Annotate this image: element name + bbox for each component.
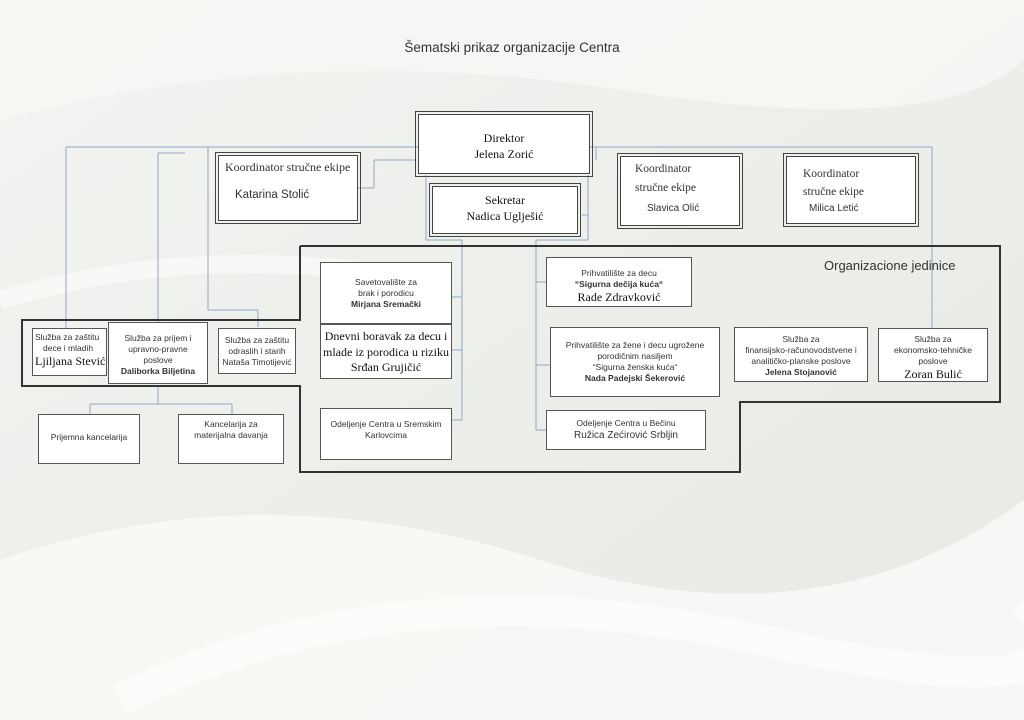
page-title: Šematski prikaz organizacije Centra [404, 40, 620, 55]
service-adult-protection: Služba za zaštitu odraslih i starih Nata… [218, 328, 296, 374]
service-label-line2: finansijsko-računovodstvene i [745, 345, 857, 356]
unit-material-benefits-office: Kancelarija za materijalna davanja [178, 414, 284, 464]
service-economic-technical: Služba za ekonomsko-tehničke poslove Zor… [878, 328, 988, 382]
unit-day-care: Dnevni boravak za decu i mlade iz porodi… [320, 324, 452, 379]
service-label-line3: poslove [918, 356, 948, 367]
coordinator-name: Katarina Stolić [235, 188, 310, 201]
unit-label-line2: mlade iz porodica u riziku [323, 344, 449, 359]
unit-head-name: Nada Padejski Šekerović [584, 373, 686, 384]
coordinator-role: Koordinator stručne ekipe [225, 160, 351, 174]
service-label-line2: upravno-pravne [128, 344, 188, 355]
service-label-line3: analitičko-planske poslove [751, 356, 851, 367]
unit-branch-sremski-karlovci: Odeljenje Centra u Sremskim Karlovcima [320, 408, 452, 460]
unit-marriage-counseling: Savetovalište za brak i porodicu Mirjana… [320, 262, 452, 324]
coordinator-box-1: Koordinator stručne ekipe Katarina Stoli… [215, 152, 361, 224]
unit-label-line1: Odeljenje Centra u Sremskim [330, 419, 442, 429]
unit-label-line3: “Sigurna ženska kuća“ [592, 362, 678, 373]
coordinator-role-line2: stručne ekipe [635, 181, 696, 194]
service-finance: Služba za finansijsko-računovodstvene i … [734, 327, 868, 382]
service-label-line2: odraslih i starih [228, 346, 286, 357]
coordinator-role-line2: stručne ekipe [803, 185, 864, 198]
service-intake-legal: Služba za prijem i upravno-pravne poslov… [108, 322, 208, 384]
org-units-label: Organizacione jedinice [824, 258, 956, 273]
unit-head-name: Mirjana Sremački [351, 299, 421, 310]
service-child-protection: Služba za zaštitu dece i mladih Ljiljana… [32, 328, 107, 376]
coordinator-name: Milica Letić [809, 202, 859, 214]
secretary-name: Nadica Uglješić [466, 208, 544, 223]
service-label-line1: Služba za zaštitu [35, 332, 100, 342]
unit-head-name: Ružica Zećirović Srbljin [574, 430, 678, 442]
unit-label-line2: “Sigurna dečija kuća“ [574, 279, 664, 290]
coordinator-role-line1: Koordinator [803, 168, 860, 180]
unit-head-name: Srđan Grujičić [350, 360, 422, 375]
service-head-name: Zoran Bulić [904, 367, 962, 382]
unit-reception-office: Prijemna kancelarija [38, 414, 140, 464]
coordinator-role-line1: Koordinator [635, 163, 692, 175]
unit-label-line2: brak i porodicu [358, 288, 414, 299]
director-role: Direktor [483, 131, 525, 145]
unit-label-line1: Savetovalište za [355, 277, 417, 287]
unit-label-line1: Prihvatilište za žene i decu ugrožene [565, 340, 705, 350]
unit-label-line1: Odeljenje Centra u Bečinu [576, 418, 676, 428]
service-label-line1: Služba za [914, 334, 952, 344]
unit-label: Prijemna kancelarija [50, 432, 128, 442]
unit-children-shelter: Prihvatilište za decu “Sigurna dečija ku… [546, 257, 692, 307]
service-label-line2: ekonomsko-tehničke [894, 345, 972, 356]
unit-label-line2: porodičnim nasiljem [597, 351, 673, 362]
service-label-line2: dece i mladih [43, 343, 94, 354]
service-head-name: Jelena Stojanović [765, 367, 837, 378]
service-head-name: Ljiljana Stević [35, 354, 106, 369]
unit-branch-becin: Odeljenje Centra u Bečinu Ružica Zećirov… [546, 410, 706, 450]
director-box: Direktor Jelena Zorić [415, 111, 593, 177]
unit-women-shelter: Prihvatilište za žene i decu ugrožene po… [550, 327, 720, 397]
service-head-name: Daliborka Biljetina [120, 366, 196, 377]
secretary-role: Sekretar [485, 193, 525, 207]
coordinator-name: Slavica Olić [647, 202, 700, 214]
unit-label-line1: Dnevni boravak za decu i [324, 329, 448, 343]
coordinator-box-3: Koordinator stručne ekipe Milica Letić [783, 153, 919, 227]
service-head-name: Nataša Timotijević [222, 357, 292, 368]
secretary-box: Sekretar Nadica Uglješić [429, 183, 581, 237]
unit-label-line1: Kancelarija za [204, 419, 258, 429]
director-name: Jelena Zorić [474, 146, 534, 161]
unit-label-line2: Karlovcima [364, 430, 408, 441]
unit-head-name: Rade Zdravković [577, 290, 661, 305]
service-label-line3: poslove [143, 355, 173, 366]
service-label-line1: Služba za prijem i [124, 333, 192, 343]
unit-label-line1: Prihvatilište za decu [581, 268, 657, 278]
coordinator-box-2: Koordinator stručne ekipe Slavica Olić [617, 153, 743, 229]
service-label-line1: Služba za zaštitu [224, 335, 290, 345]
unit-label-line2: materijalna davanja [194, 430, 268, 441]
service-label-line1: Služba za [782, 334, 820, 344]
